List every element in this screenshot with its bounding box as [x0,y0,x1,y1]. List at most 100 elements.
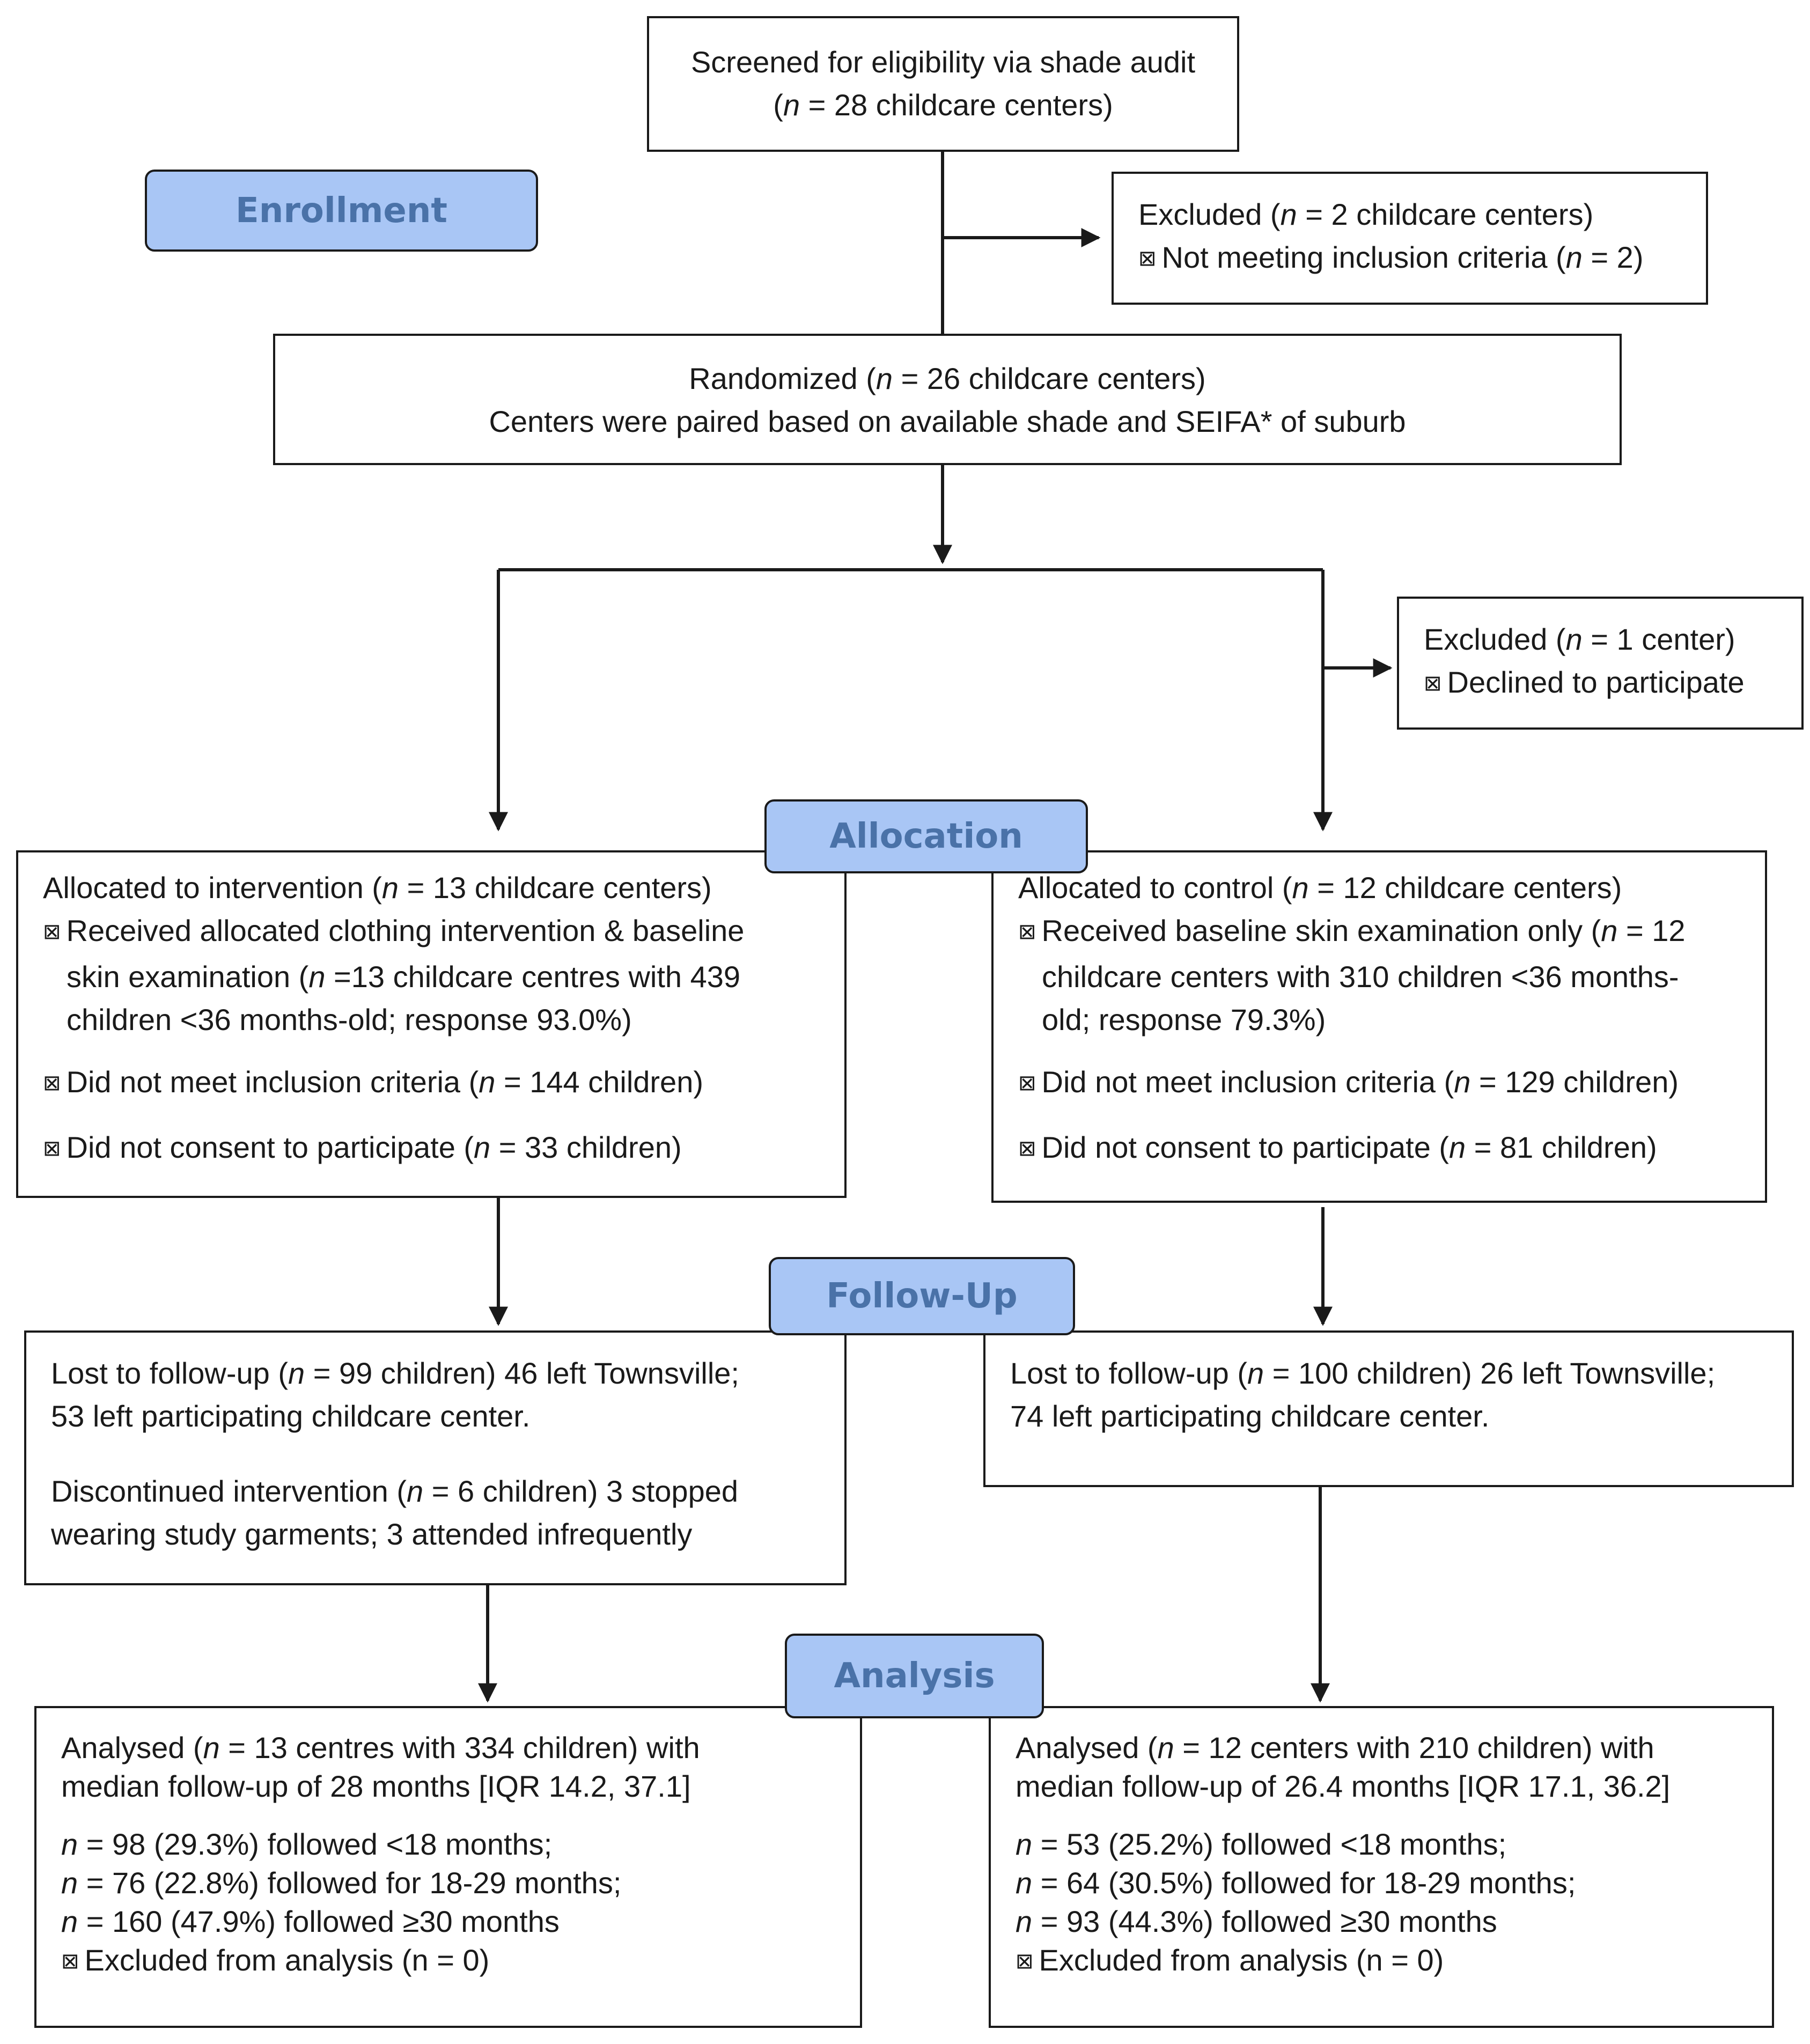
analysis-ctrl-f1: n = 53 (25.2%) followed <18 months; [1016,1825,1772,1864]
analysis-intervention-box: Analysed (n = 13 centres with 334 childr… [34,1706,862,2028]
text-fragment: Did not meet inclusion criteria ( [1041,1065,1454,1099]
analysis-int-l1: Analysed (n = 13 centres with 334 childr… [61,1729,860,1767]
text-fragment: Did not consent to participate ( [66,1130,474,1164]
n-symbol: n [1280,197,1297,231]
text-fragment: ( [773,88,783,122]
text-fragment: = 33 children) [490,1130,682,1164]
n-symbol: n [1601,914,1618,947]
checkbox-icon: ⊠ [1018,920,1036,944]
n-symbol: n [1565,622,1583,656]
n-symbol: n [288,1356,305,1390]
spacer [1016,1806,1772,1825]
intervention-inclusion: ⊠Did not meet inclusion criteria (n = 14… [43,1061,844,1107]
control-inclusion: ⊠Did not meet inclusion criteria (n = 12… [1018,1061,1765,1107]
n-symbol: n [474,1130,491,1164]
excluded-top-box: Excluded (n = 2 childcare centers) ⊠Not … [1112,172,1708,305]
text-fragment: = 129 children) [1470,1065,1679,1099]
n-symbol: n [1016,1866,1033,1900]
text-fragment: Lost to follow-up ( [1010,1356,1247,1390]
randomized-line2: Centers were paired based on available s… [489,405,1406,438]
text-fragment: = 53 (25.2%) followed <18 months; [1032,1827,1507,1861]
screened-line1: Screened for eligibility via shade audit [690,45,1196,79]
text-fragment: = 64 (30.5%) followed for 18-29 months; [1032,1866,1576,1900]
spacer [61,1806,860,1825]
followup-ctrl-lost-l2: 74 left participating childcare center. [1010,1399,1490,1433]
text-fragment: Received baseline skin examination only … [1041,914,1601,947]
followup-intervention-box: Lost to follow-up (n = 99 children) 46 l… [24,1330,847,1585]
excluded-right-line1: Excluded (n = 1 center) [1424,618,1801,661]
text-fragment: Allocated to intervention ( [43,871,382,905]
text-fragment: = 26 childcare centers) [893,362,1206,395]
text-fragment: Discontinued intervention ( [51,1474,407,1508]
stage-label-enrollment: Enrollment [145,170,538,252]
screened-box: Screened for eligibility via shade audit… [647,16,1239,152]
text-fragment: = 81 children) [1466,1130,1657,1164]
text-fragment: Excluded from analysis (n = 0) [1039,1943,1444,1977]
text-fragment: Did not consent to participate ( [1041,1130,1450,1164]
analysis-int-excluded: ⊠Excluded from analysis (n = 0) [61,1941,860,1983]
followup-ctrl-lost-l1: Lost to follow-up (n = 100 children) 26 … [1010,1352,1792,1395]
stage-label-allocation: Allocation [764,799,1088,873]
spacer [51,1438,844,1470]
text-fragment: skin examination ( [67,960,309,994]
stage-label-follow-up: Follow-Up [769,1257,1075,1335]
text-fragment: = 12 childcare centers) [1308,871,1622,905]
followup-int-disc-l2: wearing study garments; 3 attended infre… [51,1517,693,1551]
randomized-line1: Randomized (n = 26 childcare centers) [275,357,1620,400]
n-symbol: n [308,960,326,994]
text-fragment: Analysed ( [1016,1731,1158,1764]
n-symbol: n [1016,1905,1033,1938]
spacer [1018,1107,1765,1126]
n-symbol: n [407,1474,424,1508]
intervention-consent: ⊠Did not consent to participate (n = 33 … [43,1126,844,1172]
n-symbol: n [1449,1130,1466,1164]
intervention-received-l1: ⊠Received allocated clothing interventio… [43,909,844,955]
analysis-ctrl-l2: median follow-up of 26.4 months [IQR 17.… [1016,1769,1671,1803]
checkbox-icon: ⊠ [61,1949,79,1974]
randomized-box: Randomized (n = 26 childcare centers) Ce… [273,334,1622,465]
checkbox-icon: ⊠ [1138,246,1157,271]
n-symbol: n [61,1905,78,1938]
text-fragment: Excluded from analysis (n = 0) [84,1943,490,1977]
text-fragment: Did not meet inclusion criteria ( [66,1065,479,1099]
control-consent: ⊠Did not consent to participate (n = 81 … [1018,1126,1765,1172]
analysis-ctrl-f2: n = 64 (30.5%) followed for 18-29 months… [1016,1864,1772,1902]
excluded-right-line2: ⊠Declined to participate [1424,661,1801,707]
checkbox-icon: ⊠ [1018,1071,1036,1095]
n-symbol: n [1157,1731,1174,1764]
analysis-ctrl-f3: n = 93 (44.3%) followed ≥30 months [1016,1902,1772,1941]
text-fragment: Not meeting inclusion criteria ( [1161,240,1566,274]
control-received-l2: childcare centers with 310 children <36 … [1042,960,1679,994]
analysis-int-f1: n = 98 (29.3%) followed <18 months; [61,1825,860,1864]
analysis-int-f2: n = 76 (22.8%) followed for 18-29 months… [61,1864,860,1902]
text-fragment: = 93 (44.3%) followed ≥30 months [1032,1905,1497,1938]
control-title: Allocated to control (n = 12 childcare c… [1018,866,1765,909]
text-fragment: = 12 [1617,914,1686,947]
text-fragment: = 12 centers with 210 children) with [1174,1731,1654,1764]
text-fragment: = 13 childcare centers) [399,871,712,905]
text-fragment: = 6 children) 3 stopped [423,1474,739,1508]
text-fragment: = 28 childcare centers) [800,88,1113,122]
text-fragment: Analysed ( [61,1731,203,1764]
n-symbol: n [381,871,399,905]
n-symbol: n [61,1827,78,1861]
followup-control-box: Lost to follow-up (n = 100 children) 26 … [983,1330,1794,1487]
analysis-control-box: Analysed (n = 12 centers with 210 childr… [989,1706,1774,2028]
spacer [43,1041,844,1061]
checkbox-icon: ⊠ [1016,1949,1034,1974]
n-symbol: n [1565,240,1583,274]
text-fragment: = 1 center) [1582,622,1735,656]
followup-int-lost-l2: 53 left participating childcare center. [51,1399,531,1433]
text-fragment: = 76 (22.8%) followed for 18-29 months; [78,1866,622,1900]
spacer [1018,1041,1765,1061]
text-fragment: = 144 children) [495,1065,703,1099]
n-symbol: n [875,362,893,395]
checkbox-icon: ⊠ [43,920,61,944]
n-symbol: n [479,1065,496,1099]
control-allocation-box: Allocated to control (n = 12 childcare c… [991,850,1767,1203]
control-received-l3: old; response 79.3%) [1042,1003,1326,1036]
n-symbol: n [1247,1356,1264,1390]
text-fragment: = 99 children) 46 left Townsville; [305,1356,739,1390]
checkbox-icon: ⊠ [1424,671,1442,696]
text-fragment: Excluded ( [1424,622,1566,656]
